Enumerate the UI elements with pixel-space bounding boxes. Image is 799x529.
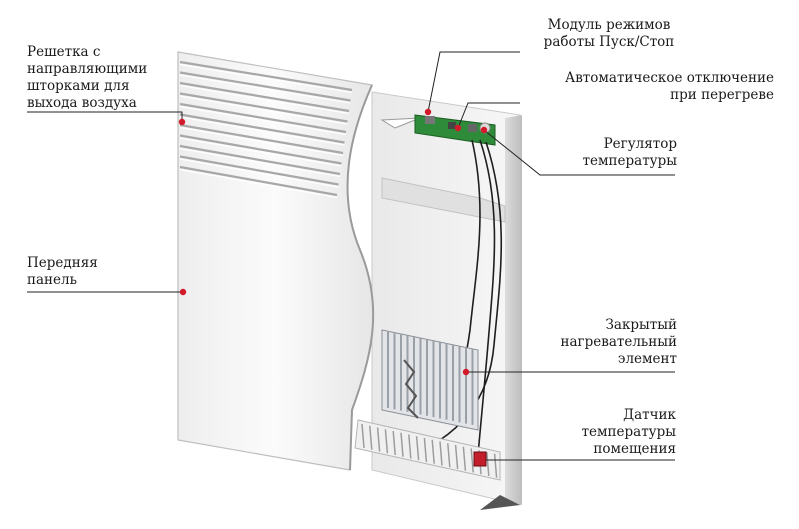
grille-slat bbox=[179, 102, 347, 134]
bottom-grille-slot bbox=[392, 430, 396, 456]
label-heating-element: Закрытый нагревательный элемент bbox=[560, 317, 677, 367]
grille-slat bbox=[179, 71, 351, 102]
bottom-grille-slot bbox=[376, 427, 381, 452]
bottom-grille-slot bbox=[447, 443, 451, 468]
leader-grille bbox=[27, 111, 183, 122]
bottom-grille-slot bbox=[408, 434, 412, 459]
bottom-grille-slot bbox=[470, 448, 474, 473]
grille-slat-highlight bbox=[179, 116, 345, 146]
label-mode-module: Модуль режимов работы Пуск/Стоп bbox=[543, 17, 675, 50]
grille-slat-highlight bbox=[179, 74, 351, 104]
label-front-panel: Передняя панель bbox=[27, 255, 98, 288]
bottom-grille-slot bbox=[486, 451, 490, 477]
grille-slat-highlight bbox=[179, 105, 347, 136]
bottom-grille-slot bbox=[439, 441, 443, 466]
inner-deflector bbox=[380, 117, 506, 223]
grille-slat-highlight bbox=[179, 63, 353, 94]
heating-coil bbox=[403, 359, 419, 419]
grille-slat-highlight bbox=[179, 84, 350, 115]
leader-thermostat bbox=[483, 129, 675, 176]
grille-slat-highlight bbox=[179, 158, 339, 188]
label-thermostat: Регулятор температуры bbox=[582, 136, 677, 169]
bottom-grille-slot bbox=[384, 429, 389, 454]
bottom-grille bbox=[354, 419, 501, 481]
marker-mode-module bbox=[424, 108, 432, 116]
marker-heating bbox=[462, 368, 470, 376]
room-sensor-box bbox=[473, 451, 487, 467]
bottom-grille-plate bbox=[354, 419, 501, 481]
grille-slat bbox=[179, 92, 348, 123]
grille-slat-highlight bbox=[179, 126, 344, 157]
grille-slat bbox=[179, 60, 353, 92]
bottom-grille-slot bbox=[431, 439, 435, 464]
grille-slat bbox=[179, 144, 341, 176]
marker-overheat bbox=[454, 124, 462, 132]
marker-grille bbox=[178, 118, 186, 126]
bottom-grille-slot bbox=[400, 432, 404, 457]
bottom-grille-slot bbox=[493, 453, 498, 478]
front-panel bbox=[177, 51, 375, 471]
grille-slat bbox=[179, 155, 339, 186]
bottom-grille-slot bbox=[361, 423, 365, 449]
heating-element bbox=[381, 329, 479, 431]
bottom-grille-slot bbox=[454, 444, 459, 470]
marker-front-panel bbox=[179, 288, 187, 296]
leader-mode-module bbox=[427, 51, 520, 113]
grille-slat bbox=[179, 134, 342, 165]
label-grille: Решетка с направляющими шторками для вых… bbox=[27, 44, 148, 111]
grille-slat-highlight bbox=[179, 95, 348, 125]
grille-slat-highlight bbox=[179, 137, 342, 167]
grille-slat bbox=[179, 81, 350, 113]
leader-lines bbox=[27, 51, 675, 461]
grille-slat bbox=[179, 123, 344, 155]
leader-overheat bbox=[457, 102, 520, 129]
grille-slat-highlight bbox=[179, 147, 341, 178]
label-room-sensor: Датчик температуры помещения bbox=[581, 407, 676, 457]
grille-slat-highlight bbox=[179, 168, 338, 199]
bottom-grille-slot bbox=[369, 425, 373, 450]
label-overheat-cutoff: Автоматическое отключение при перегреве bbox=[564, 70, 774, 103]
grille-slat bbox=[179, 113, 345, 144]
grille-slat bbox=[179, 165, 338, 197]
air-grille bbox=[179, 60, 353, 199]
marker-thermostat bbox=[480, 126, 488, 134]
bottom-grille-slot bbox=[415, 436, 420, 461]
bottom-grille-slot bbox=[423, 437, 428, 463]
bottom-grille-slot bbox=[462, 446, 467, 471]
